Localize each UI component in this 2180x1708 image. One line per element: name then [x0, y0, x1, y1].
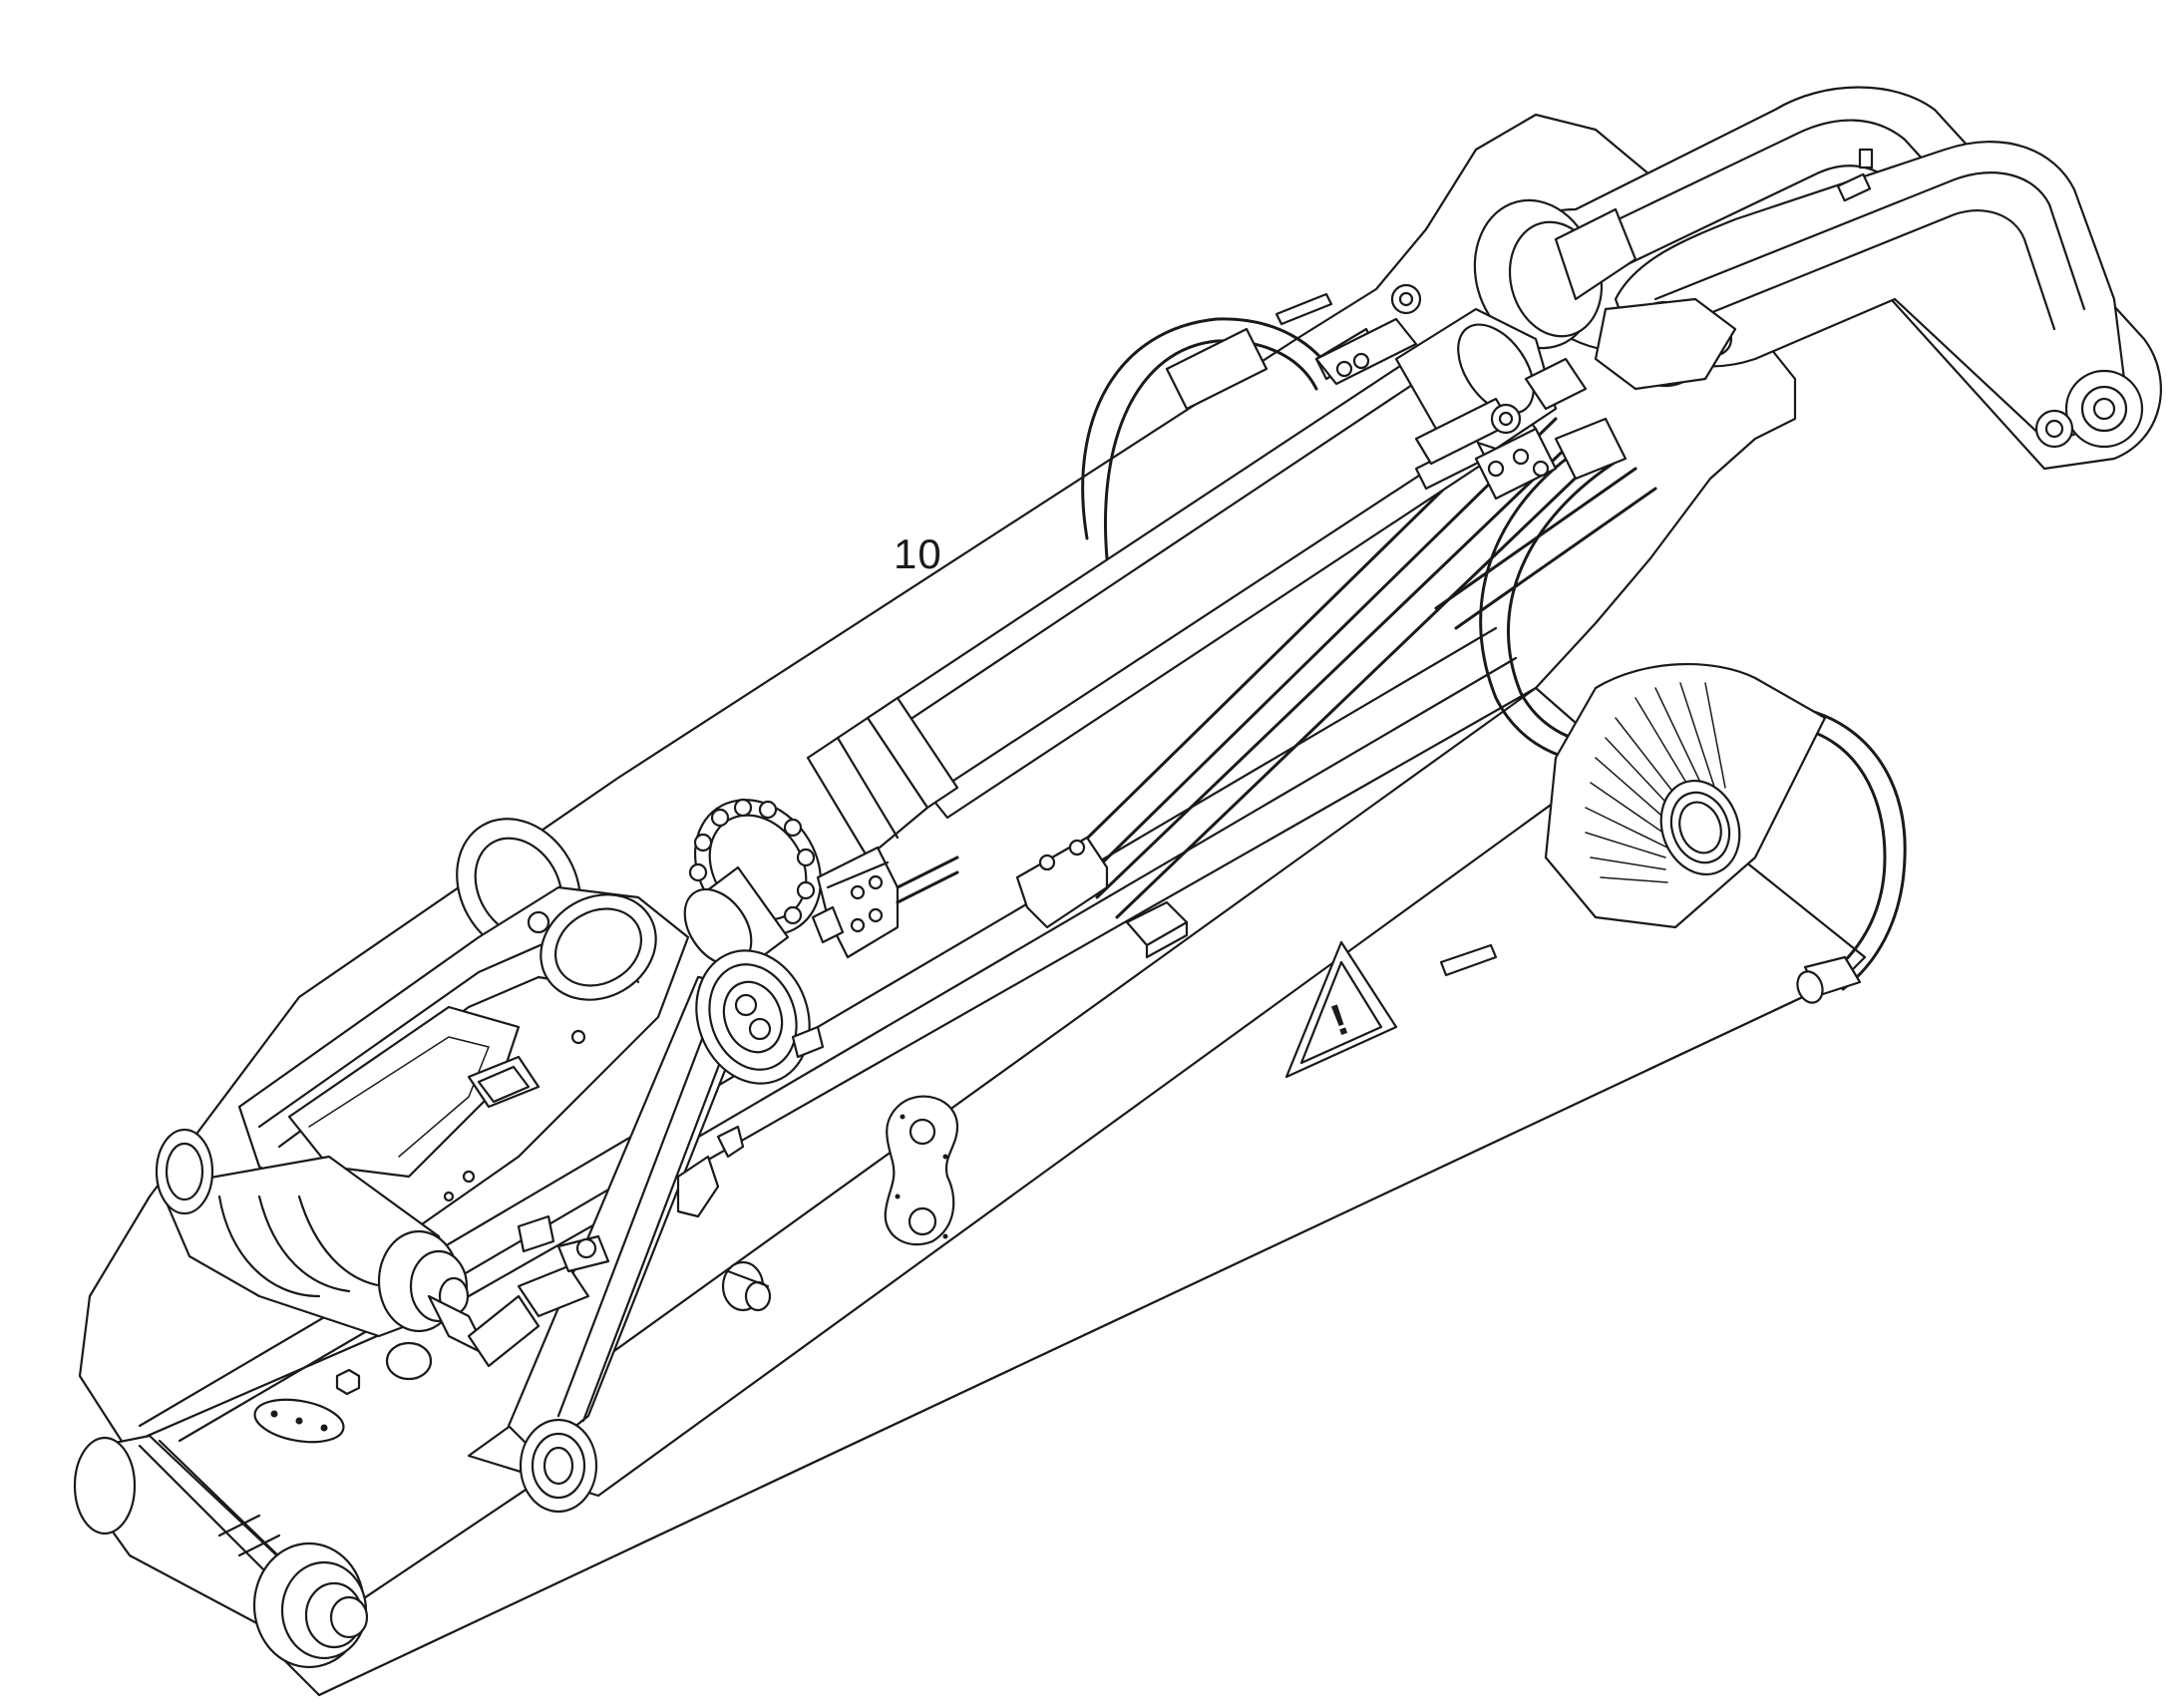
boom-foot-pivot	[73, 1434, 369, 1669]
side-features	[253, 292, 1498, 1444]
callout-part-10: 10	[894, 530, 942, 577]
upper-link-bracket	[1504, 86, 2162, 471]
bucket-pin-tube	[155, 1128, 610, 1381]
cylinder-top-brackets	[1314, 283, 1558, 501]
flange-bolts	[688, 798, 816, 925]
hydraulic-cylinder	[683, 307, 1558, 969]
warning-sign: !	[1284, 940, 1398, 1079]
top-pivot-assembly	[1473, 198, 1737, 391]
mid-boom-pivot	[1544, 662, 1827, 929]
